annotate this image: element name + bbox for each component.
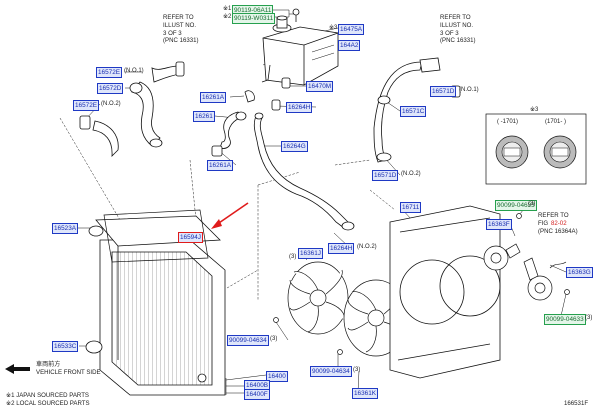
- cooling-fans: [273, 261, 409, 357]
- inset-marker: ※3: [530, 107, 539, 113]
- qualifier-no2-mid: (N.O.2): [357, 244, 377, 250]
- part-label-16470m[interactable]: 16470M: [306, 81, 334, 92]
- part-label-16400[interactable]: 16400: [266, 371, 288, 382]
- part-label-16711[interactable]: 16711: [400, 202, 422, 213]
- qty-3-top: (3): [528, 201, 536, 207]
- part-label-16361k[interactable]: 16361K: [352, 388, 379, 399]
- part-label-90099-04633-bot[interactable]: 90099-04633: [544, 314, 586, 325]
- fan-motors: [483, 213, 570, 301]
- part-label-16572e-top[interactable]: 16572E: [96, 67, 123, 78]
- qualifier-no2-left: (N.O.2): [101, 101, 121, 107]
- part-label-16523a[interactable]: 16523A: [52, 223, 79, 234]
- radiator: [85, 209, 226, 396]
- part-label-16261[interactable]: 16261: [193, 111, 215, 122]
- refer-note-left: REFER TO ILLUST NO. 3 OF 3 (PNC 16331): [163, 14, 199, 45]
- footnote-local-sourced: ※2 LOCAL SOURCED PARTS: [6, 400, 90, 407]
- refer-note-right: REFER TO ILLUST NO. 3 OF 3 (PNC 16331): [440, 14, 476, 45]
- part-label-90119-w0311[interactable]: 90119-W0311: [232, 13, 276, 24]
- qty-3-fan-b: (3): [353, 367, 361, 373]
- part-label-164a2[interactable]: 164A2: [338, 40, 361, 51]
- qualifier-no1-right: (N.O.1): [459, 87, 479, 93]
- qty-3-fan-a: (3): [270, 336, 278, 342]
- part-label-16264h-mid[interactable]: 16264H: [328, 243, 355, 254]
- part-label-16533c[interactable]: 16533C: [52, 341, 79, 352]
- inset-cap-variants: [485, 113, 587, 185]
- refer-fig-number[interactable]: 82-02: [551, 220, 567, 227]
- fan-shroud: [389, 205, 501, 379]
- refer-fig-note-c: (PNC 16364A): [538, 228, 578, 235]
- refer-fig-note-a: REFER TO: [538, 212, 569, 219]
- part-label-90099-04634-b[interactable]: 90099-04634: [310, 366, 352, 377]
- vehicle-front-arrow: [5, 364, 30, 374]
- inset-right-range: (1701- ): [545, 119, 567, 125]
- marker-star1: ※1: [223, 6, 232, 12]
- part-label-90099-04634-a[interactable]: 90099-04634: [227, 335, 269, 346]
- vehicle-front-jp: 車両前方: [36, 361, 61, 368]
- part-label-16264g[interactable]: 16264G: [281, 141, 308, 152]
- part-label-16400f[interactable]: 16400F: [244, 389, 270, 400]
- dashed-reference-lines: [59, 54, 396, 300]
- reservoir-tank: [261, 8, 339, 86]
- part-label-16475a[interactable]: 16475A: [338, 24, 365, 35]
- part-label-16363f[interactable]: 16363F: [486, 219, 512, 230]
- left-radiator-hoses: [79, 61, 185, 158]
- qty-3-bot: (3): [585, 315, 593, 321]
- qty-3-fan-label: (3): [289, 254, 297, 260]
- part-label-16264h-top[interactable]: 16264H: [286, 102, 313, 113]
- marker-star3: ※3: [329, 25, 338, 31]
- part-label-16363g[interactable]: 16363G: [566, 267, 593, 278]
- part-label-90099-04633-top[interactable]: 90099-04633: [495, 200, 537, 211]
- refer-fig-note-b: FIG: [538, 220, 550, 227]
- figure-id: 166531F: [564, 400, 589, 407]
- part-label-16571d-mid[interactable]: 16571D: [372, 170, 399, 181]
- part-label-16571c[interactable]: 16571C: [400, 106, 427, 117]
- qualifier-no1-top: (N.O.1): [124, 68, 144, 74]
- qualifier-no2-right: (N.O.2): [401, 171, 421, 177]
- vehicle-front-en: VEHICLE FRONT SIDE: [36, 369, 101, 376]
- part-label-16261a-mid[interactable]: 16261A: [207, 160, 234, 171]
- inset-left-range: ( -1701): [497, 119, 519, 125]
- red-highlight-arrow: [211, 202, 249, 229]
- part-label-16261a-top[interactable]: 16261A: [200, 92, 227, 103]
- part-label-16571d-top[interactable]: 16571D: [430, 86, 457, 97]
- marker-star2: ※2: [223, 14, 232, 20]
- footnote-japan-sourced: ※1 JAPAN SOURCED PARTS: [6, 392, 89, 399]
- part-label-16361j[interactable]: 16361J: [298, 248, 323, 259]
- middle-hoses: [211, 77, 355, 231]
- part-label-16572d[interactable]: 16572D: [97, 83, 124, 94]
- part-label-16594j-highlighted[interactable]: 16594J: [178, 232, 203, 243]
- part-label-16572e-mid[interactable]: 16572E: [73, 100, 100, 111]
